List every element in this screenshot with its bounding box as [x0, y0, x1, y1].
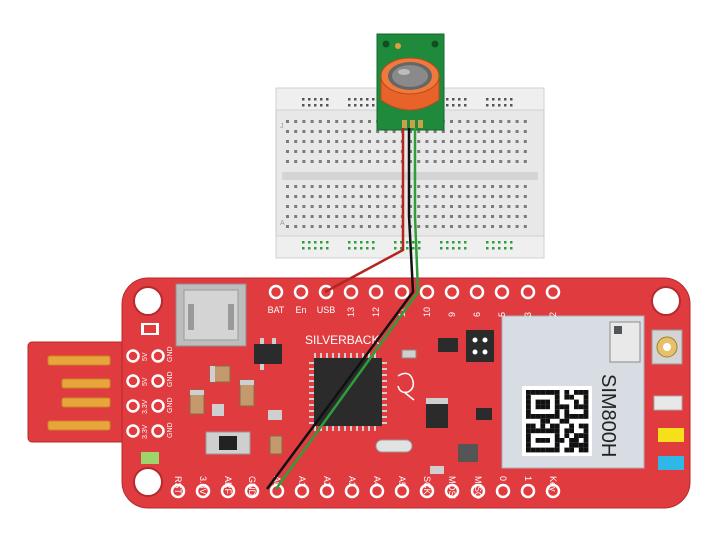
bottom-pin-hole — [344, 483, 360, 499]
power-row-volt-1: 5V — [142, 352, 149, 361]
top-pin-label: BAT — [268, 305, 285, 315]
breadboard-row-label-j: J — [280, 123, 284, 130]
wire-green — [274, 128, 420, 490]
bottom-pin-label: A5 — [397, 476, 407, 487]
bottom-pin-hole — [520, 483, 536, 499]
bottom-pin-hole — [470, 483, 486, 499]
power-row-gnd-1: GND — [167, 346, 174, 362]
mounting-hole — [651, 286, 681, 316]
bottom-pin-label: MOSI — [447, 476, 457, 499]
wire-black — [265, 128, 415, 490]
bottom-pin-hole — [170, 483, 186, 499]
top-pin-hole — [343, 284, 359, 300]
bottom-header: RST 3.3V ARF GND A0 A1 A2 A3 A4 A5 SCK MOSI MISO 0 1 Ke… — [170, 476, 561, 499]
breadboard-power-rails — [302, 98, 513, 250]
top-pin-hole — [520, 284, 536, 300]
gas-sensor-cap — [380, 57, 440, 111]
microcontroller-chip — [309, 353, 387, 431]
blue-led — [658, 456, 684, 470]
usb-connector — [175, 283, 247, 347]
bottom-pin-hole — [195, 483, 211, 499]
bottom-pin-label: A2 — [322, 476, 332, 487]
green-led — [141, 452, 159, 464]
top-pin-label: 10 — [422, 307, 432, 317]
bottom-pin-label: SCK — [422, 476, 432, 495]
bottom-pin-label: 0 — [498, 476, 508, 481]
top-pin-hole — [494, 284, 510, 300]
top-pin-label: USB — [317, 305, 336, 315]
passive-components — [189, 338, 413, 455]
bottom-pin-hole — [220, 483, 236, 499]
power-row-volt-3: 3.3V — [142, 399, 149, 414]
power-row-gnd-4: GND — [167, 422, 174, 438]
bottom-pin-hole — [319, 483, 335, 499]
top-pin-label: 6 — [472, 312, 482, 317]
bottom-pin-label: A3 — [347, 476, 357, 487]
top-pin-label: En — [295, 305, 306, 315]
top-pin-label: 9 — [447, 312, 457, 317]
bottom-pin-hole — [444, 483, 460, 499]
gsm-module: SIM800H — [501, 315, 645, 469]
power-row-gnd-3: GND — [167, 397, 174, 413]
power-row-gnd-2: GND — [167, 371, 174, 387]
mounting-hole — [133, 286, 163, 316]
bottom-pin-hole — [419, 483, 435, 499]
top-pin-hole — [268, 284, 284, 300]
bottom-pin-label: Key — [548, 476, 558, 492]
board-brand: SILVERBACK — [305, 333, 379, 347]
top-pin-hole — [318, 284, 334, 300]
top-pin-label: 2 — [548, 312, 558, 317]
bottom-pin-hole — [545, 483, 561, 499]
gsm-jumper — [466, 330, 494, 362]
silverback-logo-icon — [397, 372, 415, 401]
top-pin-hole — [419, 284, 435, 300]
gas-sensor — [376, 33, 445, 131]
top-pin-label: 5 — [497, 312, 507, 317]
bottom-pin-hole — [294, 483, 310, 499]
gsm-module-label: SIM800H — [597, 374, 619, 457]
top-pin-hole — [394, 284, 410, 300]
bottom-pin-label: RST — [173, 476, 183, 495]
bottom-pin-label: GND — [247, 476, 257, 497]
yellow-led — [658, 428, 684, 442]
breadboard-row-label-a: A — [280, 220, 285, 227]
bottom-pin-label: ARF — [223, 476, 233, 495]
power-row-volt-4: 3.3V — [142, 424, 149, 439]
top-pin-hole — [444, 284, 460, 300]
wires — [265, 128, 420, 490]
top-pin-hole — [469, 284, 485, 300]
top-pin-label: 3 — [523, 312, 533, 317]
power-row-volt-2: 5V — [142, 377, 149, 386]
bottom-pin-hole — [394, 483, 410, 499]
bottom-pin-label: A4 — [372, 476, 382, 487]
top-pin-label: 13 — [346, 307, 356, 317]
wire-red — [324, 128, 405, 294]
top-pin-hole — [545, 284, 561, 300]
bottom-pin-label: MISO — [473, 476, 483, 499]
bottom-pin-label: A1 — [297, 476, 307, 487]
power-header: 5V GND 5V GND 3.3V GND 3.3V GND — [126, 346, 174, 439]
top-pin-label: 12 — [371, 307, 381, 317]
silverback-board: 5V GND 5V GND 3.3V GND 3.3V GND — [27, 277, 691, 509]
antenna-connector — [651, 329, 683, 365]
bottom-pin-label: 3.3V — [198, 476, 208, 495]
bottom-pin-hole — [369, 483, 385, 499]
top-pin-hole — [368, 284, 384, 300]
mounting-hole — [133, 467, 163, 497]
bottom-pin-hole — [269, 483, 285, 499]
usb-plug — [27, 341, 133, 443]
bottom-pin-label: A0 — [272, 476, 282, 487]
bottom-pin-label: 1 — [523, 476, 533, 481]
top-pin-hole — [293, 284, 309, 300]
qr-code — [522, 386, 592, 456]
bottom-pin-hole — [495, 483, 511, 499]
bottom-pin-hole — [244, 483, 260, 499]
